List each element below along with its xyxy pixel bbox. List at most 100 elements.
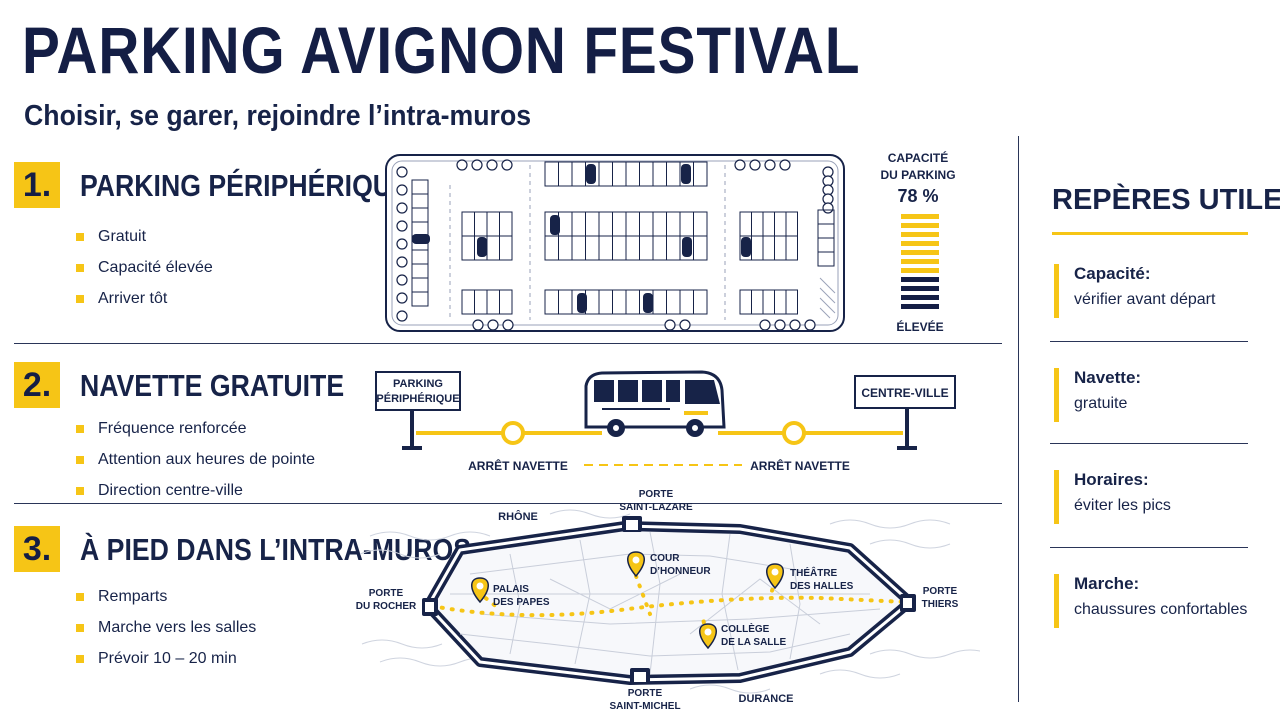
poi-cour-line2: D’HONNEUR [650,566,711,577]
bullet-marker [76,655,84,663]
parking-stall [693,289,708,315]
tree-icon [759,319,771,331]
bullet-text: Attention aux heures de pointe [98,451,316,468]
tree-icon [749,159,761,171]
tip-accent-bar [1054,574,1059,628]
tip-separator [1050,443,1248,444]
sidebar-divider [1018,136,1019,702]
tree-icon [822,202,834,214]
gate-north-label-1: PORTE [639,489,674,500]
tree-icon [804,319,816,331]
parking-stall [499,289,513,315]
capacity-percent: 78 % [897,186,939,206]
bus-icon [584,370,726,437]
bullet-text: Capacité élevée [98,259,213,276]
sidebar-title-underline [1052,232,1248,235]
parking-stall [785,289,798,315]
sign-parking-line2: PÉRIPHÉRIQUE [376,392,459,405]
gate-east-label-2: THIERS [922,599,959,610]
poi-college-line1: COLLÈGE [721,622,770,635]
tree-icon [734,159,746,171]
poi-college-line2: DE LA SALLE [721,637,787,648]
tree-icon [396,292,408,304]
stop-label-left: ARRÊT NAVETTE [468,458,568,473]
bullet-marker [76,624,84,632]
parking-stall [785,235,798,261]
gate-west-label-2: DU ROCHER [356,601,417,612]
tree-icon [396,310,408,322]
bullet-item: Direction centre-ville [76,481,315,512]
gauge-segment [901,214,939,219]
gauge-segment [901,286,939,291]
tip-heading: Horaires: [1074,470,1149,489]
tree-icon [486,159,498,171]
section-2-number: 2. [14,362,60,408]
bullet-item: Arriver tôt [76,289,213,320]
page-title: PARKING AVIGNON FESTIVAL [22,13,861,87]
tip-separator [1050,341,1248,342]
section-1-bullets: Gratuit Capacité élevée Arriver tôt [76,227,213,320]
tree-icon [501,159,513,171]
tree-icon [779,159,791,171]
bullet-marker [76,593,84,601]
tree-icon [396,238,408,250]
river-durance-label: DURANCE [739,693,794,705]
capacity-gauge [901,214,939,313]
gate-south-label-1: PORTE [628,688,663,699]
bullet-marker [76,487,84,495]
bullet-text: Remparts [98,588,168,605]
section-3-title: À PIED DANS L’INTRA-MUROS [80,532,472,567]
tip-accent-bar [1054,264,1059,318]
parking-stalls [411,161,835,315]
tree-icon [396,166,408,178]
bullet-item: Fréquence renforcée [76,419,315,450]
gauge-segment [901,250,939,255]
tree-icon [764,159,776,171]
bullet-marker [76,264,84,272]
gate-east-label-1: PORTE [923,586,958,597]
gauge-segment [901,277,939,282]
pin-icon [766,563,784,590]
gates [422,516,916,684]
sign-centre-ville-text: CENTRE-VILLE [861,386,948,400]
tree-icon [471,159,483,171]
tip-heading: Marche: [1074,574,1140,593]
bullet-item: Remparts [76,587,256,618]
capacity-label: CAPACITÉ DU PARKING [880,150,956,184]
sidebar-title: REPÈRES UTILES [1052,184,1280,216]
shuttle-route-diagram: PARKING PÉRIPHÉRIQUE CENTRE-VILLE ARRÊT … [375,370,956,473]
gauge-segment [901,232,939,237]
tip-accent-bar [1054,368,1059,422]
pin-icon [471,577,489,604]
river-waves [359,509,980,694]
gauge-segment [901,304,939,309]
tree-icon [664,319,676,331]
tree-row [396,159,834,331]
section-1-number: 1. [14,162,60,208]
gauge-segment [901,268,939,273]
bullet-text: Prévoir 10 – 20 min [98,650,237,667]
poi-palais-line1: PALAIS [493,584,529,595]
parking-stall [693,235,708,261]
poi-theatre-line1: THÉÂTRE [790,566,838,579]
tip-text: vérifier avant départ [1074,291,1216,308]
stop-label-right: ARRÊT NAVETTE [750,458,850,473]
poi-palais-line2: DES PAPES [493,597,550,608]
cars [412,164,751,313]
bullet-item: Prévoir 10 – 20 min [76,649,256,680]
tree-icon [396,256,408,268]
pin-icon [627,551,645,578]
bullet-item: Attention aux heures de pointe [76,450,315,481]
tip-text: chaussures confortables [1074,601,1248,618]
parking-stall [411,291,429,307]
section-divider [14,343,1002,344]
poi-theatre-line2: DES HALLES [790,581,854,592]
bullet-marker [76,233,84,241]
hatched-area [819,277,836,319]
shuttle-stop-left [501,421,525,445]
tree-icon [502,319,514,331]
bullet-text: Direction centre-ville [98,482,243,499]
bullet-item: Capacité élevée [76,258,213,289]
bullet-item: Marche vers les salles [76,618,256,649]
tip-separator [1050,547,1248,548]
